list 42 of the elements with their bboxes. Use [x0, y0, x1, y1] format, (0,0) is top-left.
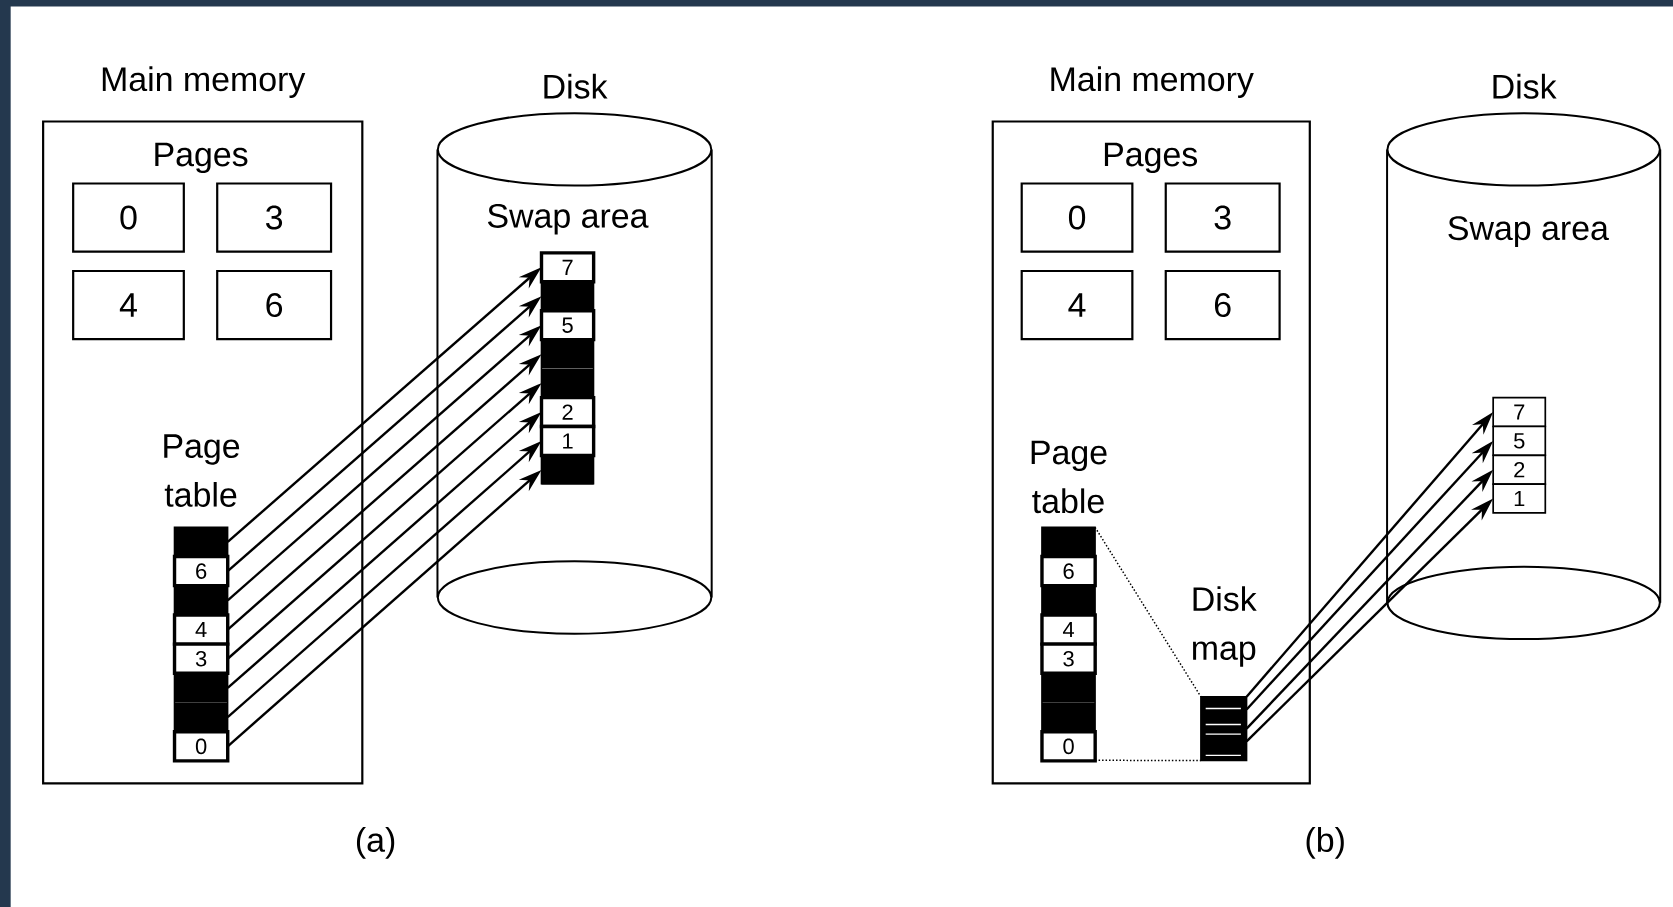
- filled-slot: [541, 339, 594, 369]
- page-box: 4: [1020, 269, 1134, 341]
- disk-map: Disk map: [1193, 586, 1257, 762]
- table-entry: 7: [539, 251, 596, 284]
- filled-slot: [1041, 673, 1096, 703]
- table-entry: 1: [1492, 483, 1547, 514]
- table-entry: 3: [172, 642, 230, 676]
- table-entry: 0: [1040, 730, 1097, 763]
- table-entry: 5: [1492, 425, 1547, 457]
- table-entry: 4: [172, 613, 230, 646]
- section-label: Pages: [155, 142, 248, 174]
- table-entry: 0: [172, 730, 230, 763]
- section-label: Pages: [1104, 142, 1198, 174]
- table-entry: 6: [1040, 554, 1097, 588]
- table-entry: 6: [172, 554, 230, 588]
- page-box: 4: [72, 269, 185, 341]
- table-entry: 3: [1040, 642, 1097, 676]
- table-entry: 4: [1040, 613, 1097, 646]
- page-box: 3: [1164, 182, 1281, 253]
- filled-slot: [541, 455, 594, 485]
- table-entry: 2: [539, 395, 596, 429]
- table-entry: 7: [1492, 396, 1547, 428]
- node-label: Disk map: [1193, 586, 1257, 667]
- node-label: Main memory: [1051, 66, 1254, 98]
- node-label: Page table: [1031, 440, 1107, 514]
- section-label: Swap area: [1448, 216, 1609, 247]
- node-label: Main memory: [102, 66, 306, 98]
- connector-line: [1094, 526, 1202, 698]
- panel-label: (b): [1306, 827, 1344, 859]
- table-entry: 5: [539, 309, 596, 342]
- page-box: 0: [1020, 182, 1134, 253]
- page-box: 3: [216, 182, 333, 253]
- node-label: Page table: [164, 434, 240, 507]
- page-box: 0: [72, 182, 185, 253]
- table-entry: 2: [1492, 454, 1547, 485]
- table-entry: 1: [539, 424, 596, 458]
- page-box: 6: [1164, 269, 1281, 341]
- panel-label: (a): [356, 827, 395, 859]
- filled-slot: [174, 673, 228, 703]
- page-box: 6: [216, 269, 333, 341]
- connector-line: [1094, 759, 1202, 762]
- node-label: Swap area: [487, 203, 649, 235]
